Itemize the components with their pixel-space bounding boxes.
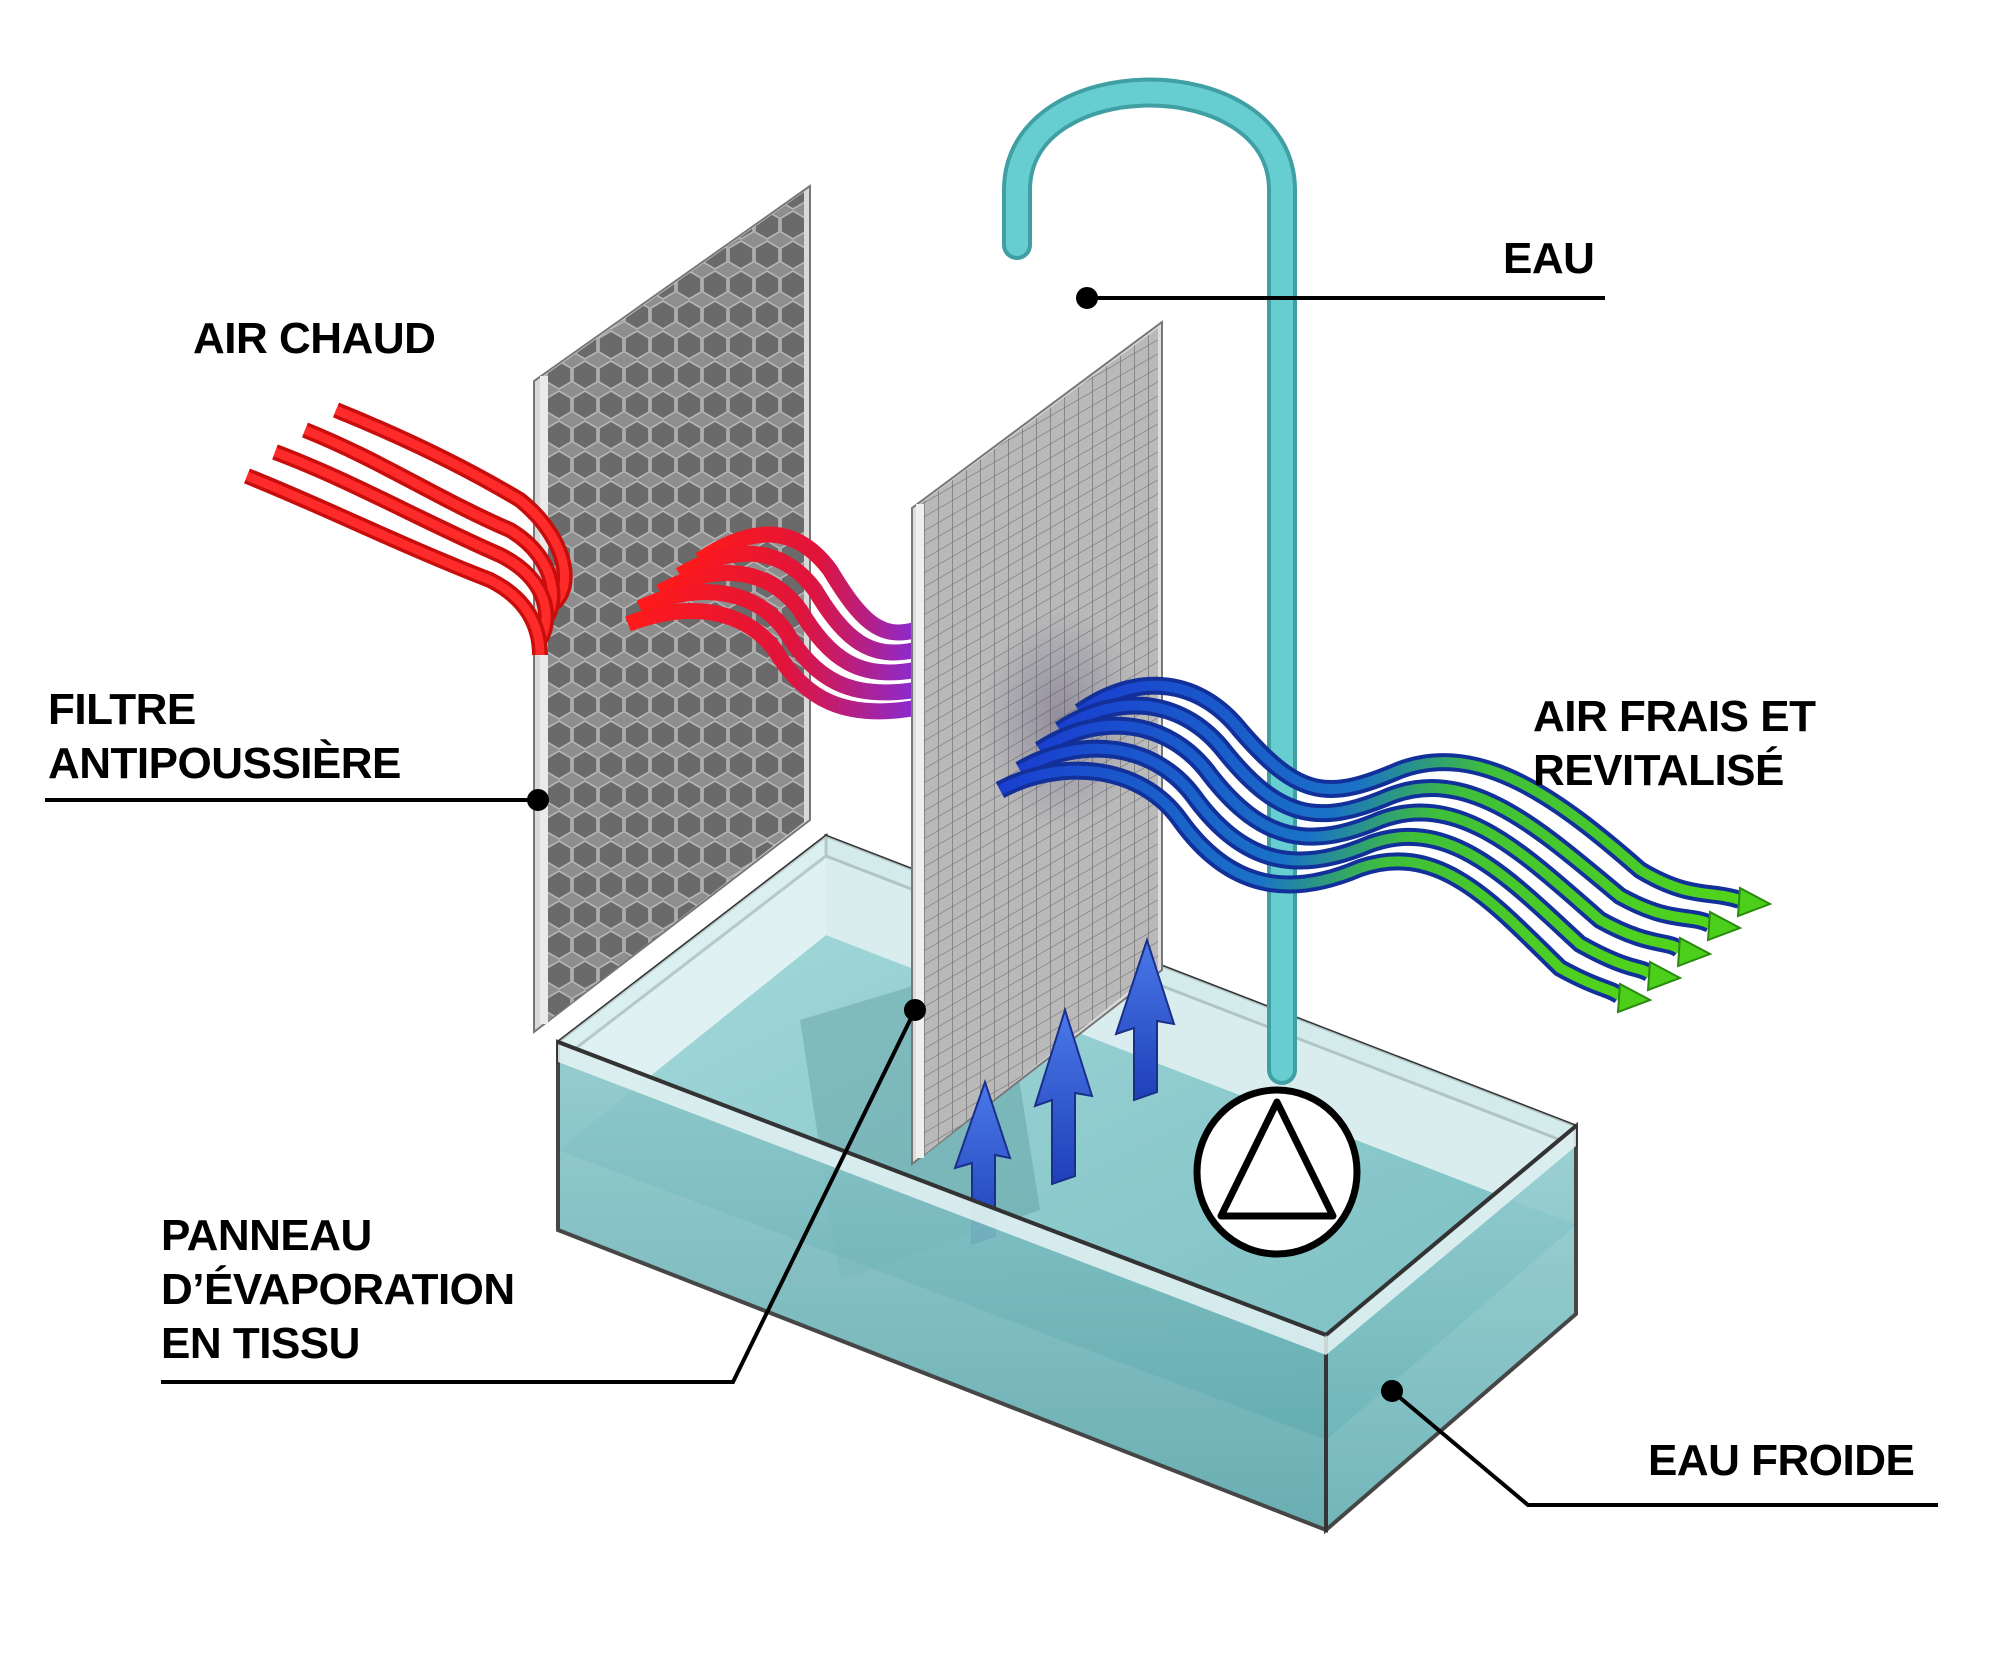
hot-air-mid-5 (625, 603, 917, 720)
fresh-air-streams (995, 676, 1773, 1014)
dust-filter-line-2: ANTIPOUSSIÈRE (48, 739, 401, 788)
up-arrow-icon (1033, 1006, 1094, 1186)
pump-icon (1193, 1086, 1361, 1258)
fresh-air-arrowhead-2 (1706, 910, 1743, 942)
fresh-air-arrowhead-4 (1646, 960, 1683, 992)
hot-air-mid-3 (656, 565, 917, 681)
evaporation-panel-label: PANNEAU D’ÉVAPORATION EN TISSU (161, 1209, 515, 1371)
fresh-air-arrowhead-1 (1736, 886, 1773, 918)
water-surface (558, 935, 1576, 1440)
hot-air-mid-2 (675, 545, 917, 661)
hot-air-mid-4 (636, 584, 917, 701)
up-arrow-icon (1114, 936, 1176, 1102)
fresh-air-arrowhead-5 (1616, 982, 1653, 1014)
fresh-air-label: AIR FRAIS ET REVITALISÉ (1533, 690, 1816, 798)
hot-air-label: AIR CHAUD (193, 312, 436, 366)
cold-water-label: EAU FROIDE (1648, 1434, 1915, 1488)
leader-line-evaporation-panel (161, 1009, 917, 1384)
water-pipe (1002, 77, 1297, 1085)
hot-air-stream-4-top (245, 471, 545, 656)
hot-air-stream-2-top (303, 425, 557, 629)
hot-air-stream-3-top (273, 447, 551, 643)
hot-air-text: AIR CHAUD (193, 314, 436, 363)
hot-air-mid-1 (695, 526, 918, 641)
evaporation-panel-line-1: PANNEAU (161, 1211, 372, 1260)
water-text: EAU (1503, 234, 1595, 283)
fresh-air-line-2: REVITALISÉ (1533, 746, 1784, 795)
fresh-air-arrowhead-3 (1676, 936, 1713, 968)
leader-line-cold-water (1390, 1389, 1938, 1507)
fresh-air-line-1: AIR FRAIS ET (1533, 692, 1816, 741)
hot-air-stream-1-top (334, 405, 570, 615)
evaporation-panel-line-3: EN TISSU (161, 1319, 360, 1368)
dust-filter-label: FILTRE ANTIPOUSSIÈRE (48, 683, 401, 791)
leader-lines (45, 287, 1938, 1507)
water-tank-front (556, 1039, 1578, 1535)
vapor-arrows (953, 936, 1176, 1246)
evaporation-panel-line-2: D’ÉVAPORATION (161, 1265, 515, 1314)
dust-filter-line-1: FILTRE (48, 685, 196, 734)
water-label: EAU (1503, 232, 1595, 286)
hot-air-streams (244, 402, 918, 720)
cold-water-text: EAU FROIDE (1648, 1436, 1915, 1485)
